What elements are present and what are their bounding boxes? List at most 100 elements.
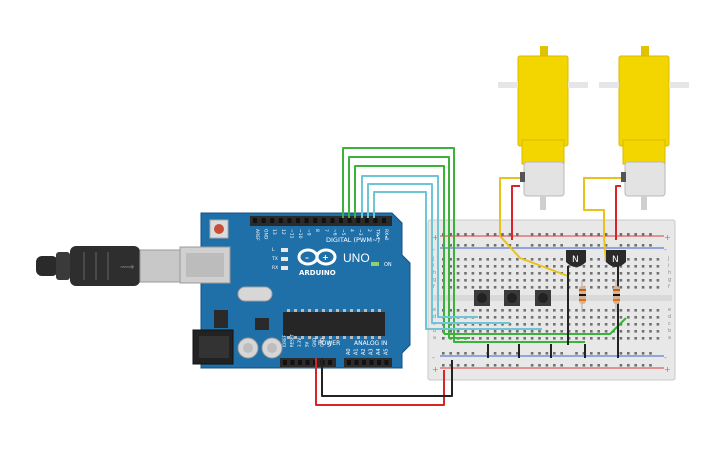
digital-pin-label: ~5 xyxy=(340,229,346,236)
digital-pin-label: 4 xyxy=(349,229,355,232)
digital-pin-label: TX▸1 xyxy=(374,228,380,240)
npn-transistor[interactable]: N xyxy=(566,250,586,267)
arduino-logo-text: ARDUINO xyxy=(299,269,336,277)
rail-minus-label: - xyxy=(432,245,435,254)
wire-black[interactable] xyxy=(321,358,453,397)
header-pin[interactable] xyxy=(373,218,378,223)
header-pin[interactable] xyxy=(354,360,359,365)
digital-pin-label: 7 xyxy=(323,229,329,232)
analog-pin-label: A1 xyxy=(354,348,360,355)
dc-motor-left[interactable] xyxy=(498,46,588,210)
wire-black[interactable] xyxy=(567,266,619,358)
power-pin-label: 5V xyxy=(305,341,310,347)
header-pin[interactable] xyxy=(362,360,366,365)
wire-green[interactable] xyxy=(444,317,627,335)
header-pin[interactable] xyxy=(305,360,310,365)
rail-plus-label: + xyxy=(432,233,439,242)
power-pin-label: IOREF xyxy=(282,334,287,347)
digital-pin-label: 2 xyxy=(366,229,372,232)
rail-plus-label: + xyxy=(432,365,439,374)
dc-motor-right[interactable] xyxy=(599,46,689,210)
usb-cable: ⟿ xyxy=(36,246,183,286)
led-label: RX xyxy=(272,265,278,271)
npn-transistor[interactable]: N xyxy=(606,250,626,267)
row-letter: j xyxy=(432,256,434,262)
row-letter: d xyxy=(668,314,671,320)
row-letter: e xyxy=(668,307,671,313)
row-letter: i xyxy=(433,263,434,269)
header-pin[interactable] xyxy=(298,360,302,365)
row-letter: j xyxy=(667,256,669,262)
header-pin[interactable] xyxy=(347,218,352,223)
resistor[interactable] xyxy=(613,280,620,312)
wire-yellow[interactable] xyxy=(499,177,520,236)
row-letter: a xyxy=(433,335,436,341)
wire-green[interactable] xyxy=(354,165,445,334)
header-pin[interactable] xyxy=(261,218,266,223)
header-pin[interactable] xyxy=(296,218,300,223)
header-pin[interactable] xyxy=(270,218,275,223)
rail-minus-label: - xyxy=(664,245,667,254)
header-pin[interactable] xyxy=(304,218,309,223)
on-led xyxy=(371,262,379,266)
row-letter: c xyxy=(668,321,671,327)
header-pin[interactable] xyxy=(321,218,326,223)
svg-text:⟿: ⟿ xyxy=(120,262,134,273)
header-pin[interactable] xyxy=(283,360,287,365)
header-pin[interactable] xyxy=(278,218,283,223)
wires xyxy=(315,147,627,406)
push-button[interactable] xyxy=(504,290,520,306)
header-pin[interactable] xyxy=(253,218,257,223)
digital-pin-label: ~3 xyxy=(357,229,363,236)
digital-pin-label: ~9 xyxy=(306,229,312,236)
header-pin[interactable] xyxy=(382,218,386,223)
on-led-label: ON xyxy=(384,262,392,268)
header-pin[interactable] xyxy=(330,218,335,223)
arduino-logo: – + xyxy=(297,248,337,266)
wire-black[interactable] xyxy=(487,344,586,358)
row-letter: h xyxy=(433,270,436,276)
header-pin[interactable] xyxy=(347,360,351,365)
digital-pin-label: ~6 xyxy=(331,229,337,236)
wire-yellow[interactable] xyxy=(499,235,569,277)
push-button[interactable] xyxy=(535,290,551,306)
push-buttons xyxy=(474,290,551,306)
push-button[interactable] xyxy=(474,290,490,306)
analog-pin-label: A2 xyxy=(361,348,367,355)
header-pin[interactable] xyxy=(339,218,343,223)
header-pin[interactable] xyxy=(377,360,381,365)
wire-red[interactable] xyxy=(615,185,621,240)
status-led xyxy=(281,257,288,261)
resistor[interactable] xyxy=(579,280,586,312)
analog-header-label: ANALOG IN xyxy=(354,340,387,347)
row-letter: h xyxy=(668,270,671,276)
digital-pin-label: ~10 xyxy=(297,229,303,239)
wire-red[interactable] xyxy=(511,185,520,240)
rail-plus-label: + xyxy=(664,233,671,242)
power-header-label: POWER xyxy=(318,340,340,347)
wire-red[interactable] xyxy=(315,358,445,406)
wire-green[interactable] xyxy=(342,147,585,343)
rail-minus-label: - xyxy=(432,353,435,362)
wire-cyan[interactable] xyxy=(367,183,510,324)
analog-pin-label: A5 xyxy=(384,348,390,355)
header-pin[interactable] xyxy=(369,360,374,365)
header-pin[interactable] xyxy=(384,360,389,365)
wire-cyan[interactable] xyxy=(361,175,478,318)
header-pin[interactable] xyxy=(290,360,295,365)
wire-yellow[interactable] xyxy=(583,177,621,263)
power-pin-label: GND xyxy=(312,338,317,347)
atmega-chip xyxy=(283,312,385,336)
wire-green[interactable] xyxy=(348,156,470,339)
header-pin[interactable] xyxy=(328,360,332,365)
header-pin[interactable] xyxy=(313,218,318,223)
crystal-oscillator xyxy=(237,286,273,302)
row-letter: b xyxy=(433,328,436,334)
header-pin[interactable] xyxy=(287,218,292,223)
header-pin[interactable] xyxy=(356,218,361,223)
header-pin[interactable] xyxy=(364,218,369,223)
wire-cyan[interactable] xyxy=(373,191,542,330)
svg-text:–: – xyxy=(305,253,309,262)
